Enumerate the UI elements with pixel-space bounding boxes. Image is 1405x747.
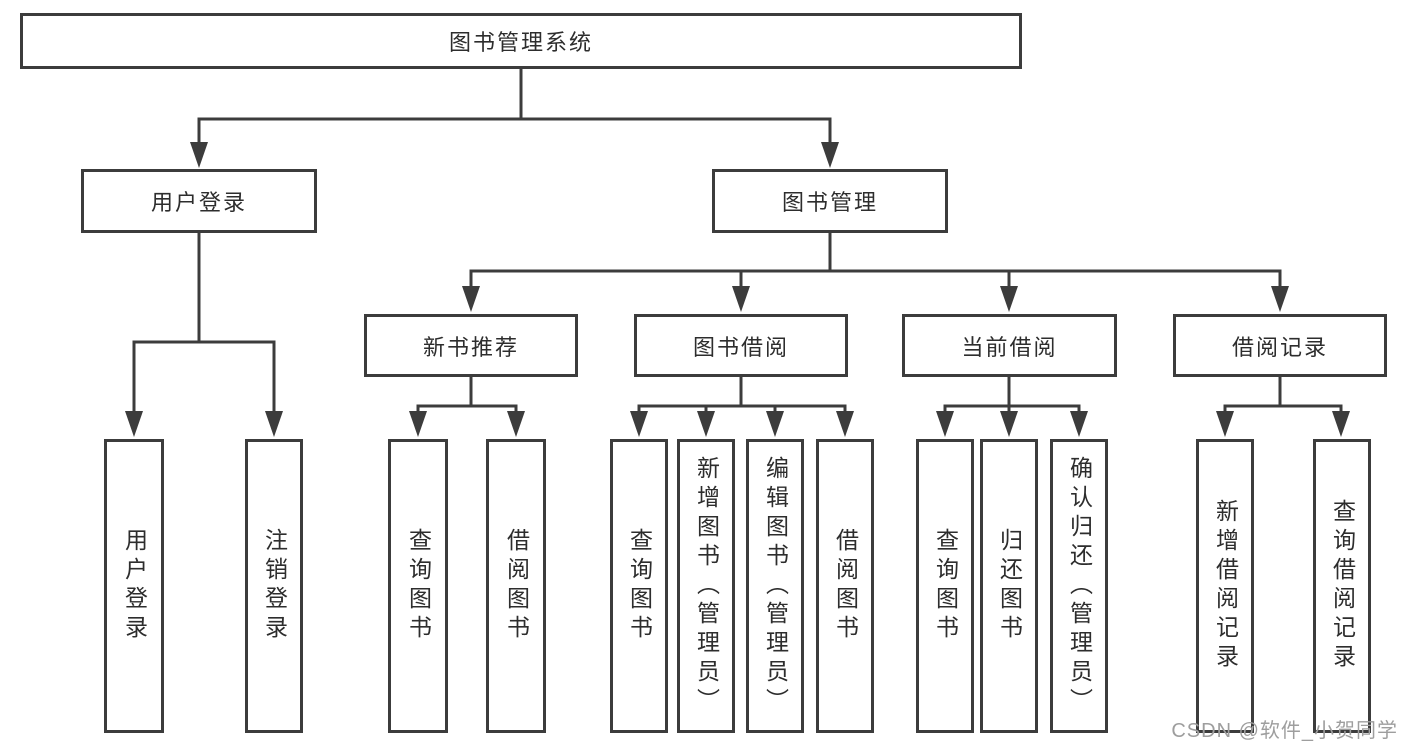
- node-label: 编辑图书（管理员）: [762, 455, 789, 717]
- leaf-return-books: 归还图书: [980, 439, 1038, 733]
- arrowhead: [265, 411, 283, 437]
- node-label: 借阅图书: [832, 528, 859, 644]
- node-label: 查询图书: [405, 528, 432, 644]
- leaf-query-books-current: 查询图书: [916, 439, 974, 733]
- node-label: 查询借阅记录: [1329, 499, 1356, 673]
- leaf-add-borrow-record: 新增借阅记录: [1196, 439, 1254, 733]
- node-label: 确认归还（管理员）: [1066, 455, 1093, 717]
- connector-borrowing-records-to-leaves: [1223, 375, 1343, 418]
- leaf-query-books-borrowing: 查询图书: [610, 439, 668, 733]
- arrowhead: [697, 411, 715, 437]
- node-label: 注销登录: [261, 528, 288, 644]
- arrowhead: [507, 411, 525, 437]
- leaf-borrow-books-borrowing: 借阅图书: [816, 439, 874, 733]
- connector-current-borrowing-to-leaves: [943, 375, 1081, 418]
- node-label: 用户登录: [121, 528, 148, 644]
- node-label: 当前借阅: [961, 334, 1058, 360]
- arrowhead: [630, 411, 648, 437]
- leaf-logout: 注销登录: [245, 439, 303, 733]
- watermark: CSDN @软件_小贺同学: [1171, 720, 1398, 742]
- connector-book-management-to-level3: [469, 231, 1282, 294]
- connector-book-borrowing-to-leaves: [637, 375, 847, 418]
- node-label: 新增借阅记录: [1212, 499, 1239, 673]
- arrowhead: [125, 411, 143, 437]
- arrowhead: [1070, 411, 1088, 437]
- arrowheads-group: [125, 142, 1350, 437]
- leaf-query-books-recommend: 查询图书: [388, 439, 448, 733]
- node-label: 归还图书: [996, 528, 1023, 644]
- arrowhead: [1271, 286, 1289, 312]
- node-label: 图书管理: [781, 190, 878, 215]
- connector-user-login-to-leaves: [132, 231, 276, 418]
- connector-root-to-level2: [197, 67, 832, 152]
- node-label: 借阅记录: [1231, 334, 1328, 360]
- leaf-borrow-books-recommend: 借阅图书: [486, 439, 546, 733]
- node-book-management: 图书管理: [712, 169, 948, 233]
- node-current-borrowing: 当前借阅: [902, 314, 1117, 377]
- arrowhead: [409, 411, 427, 437]
- node-label: 借阅图书: [503, 528, 530, 644]
- arrowhead: [462, 286, 480, 312]
- node-new-book-recommendation: 新书推荐: [364, 314, 578, 377]
- node-label: 图书借阅: [692, 334, 789, 360]
- arrowhead: [732, 286, 750, 312]
- connector-new-book-to-leaves: [416, 375, 518, 418]
- leaf-query-borrow-record: 查询借阅记录: [1313, 439, 1371, 733]
- arrowhead: [1216, 411, 1234, 437]
- arrowhead: [1332, 411, 1350, 437]
- arrowhead: [821, 142, 839, 168]
- node-book-borrowing: 图书借阅: [634, 314, 848, 377]
- node-label: 新增图书（管理员）: [693, 455, 720, 717]
- node-borrowing-records: 借阅记录: [1173, 314, 1387, 377]
- node-root: 图书管理系统: [20, 13, 1022, 69]
- leaf-edit-book-admin: 编辑图书（管理员）: [746, 439, 804, 733]
- arrowhead: [836, 411, 854, 437]
- leaf-user-login: 用户登录: [104, 439, 164, 733]
- arrowhead: [190, 142, 208, 168]
- arrowhead: [766, 411, 784, 437]
- arrowhead: [1000, 286, 1018, 312]
- arrowhead: [936, 411, 954, 437]
- node-label: 图书管理系统: [448, 30, 593, 55]
- node-label: 用户登录: [150, 190, 247, 215]
- node-label: 新书推荐: [422, 334, 519, 360]
- arrowhead: [1000, 411, 1018, 437]
- leaf-confirm-return-admin: 确认归还（管理员）: [1050, 439, 1108, 733]
- leaf-add-book-admin: 新增图书（管理员）: [677, 439, 735, 733]
- node-label: 查询图书: [932, 528, 959, 644]
- node-label: 查询图书: [626, 528, 653, 644]
- node-user-login: 用户登录: [81, 169, 317, 233]
